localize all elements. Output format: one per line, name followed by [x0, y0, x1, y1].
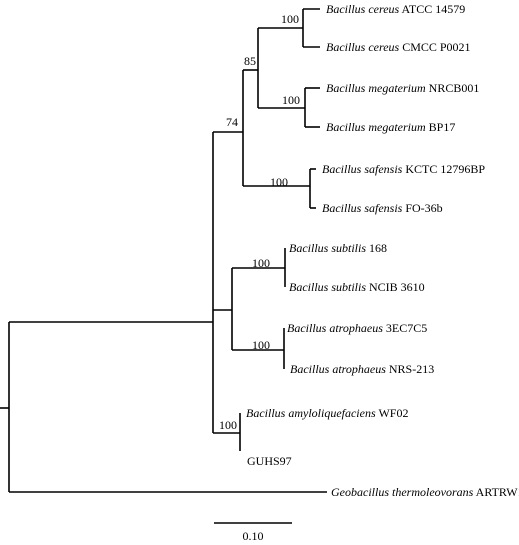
taxon-label: Bacillus safensis FO-36b	[322, 201, 443, 215]
bootstrap-megaterium: 100	[282, 93, 300, 107]
bootstrap-safensis: 100	[270, 175, 288, 189]
taxon-label: Geobacillus thermoleovorans ARTRW1	[331, 485, 519, 499]
taxon-label: Bacillus subtilis NCIB 3610	[289, 280, 425, 294]
taxon-label: Bacillus safensis KCTC 12796BP	[322, 162, 485, 176]
bootstrap-cereus-safensis: 74	[226, 115, 238, 129]
taxon-label: Bacillus cereus CMCC P0021	[326, 40, 471, 54]
taxon-label: Bacillus subtilis 168	[289, 241, 387, 255]
taxon-label: Bacillus atrophaeus NRS-213	[290, 362, 434, 376]
bootstrap-atrophaeus: 100	[252, 338, 270, 352]
bootstrap-subtilis: 100	[252, 256, 270, 270]
taxon-label: Bacillus atrophaeus 3EC7C5	[287, 321, 427, 335]
taxon-label: Bacillus megaterium BP17	[326, 120, 455, 134]
taxon-label: Bacillus cereus ATCC 14579	[326, 2, 465, 16]
bootstrap-amylo-guhs97: 100	[219, 418, 237, 432]
bootstrap-cereus: 100	[281, 12, 299, 26]
taxon-label: Bacillus amyloliquefaciens WF02	[246, 406, 408, 420]
scale-bar-label: 0.10	[243, 529, 264, 543]
taxon-label: Bacillus megaterium NRCB001	[326, 81, 479, 95]
taxon-label-highlight: GUHS97	[247, 454, 292, 468]
bootstrap-cereus-megaterium: 85	[244, 54, 256, 68]
